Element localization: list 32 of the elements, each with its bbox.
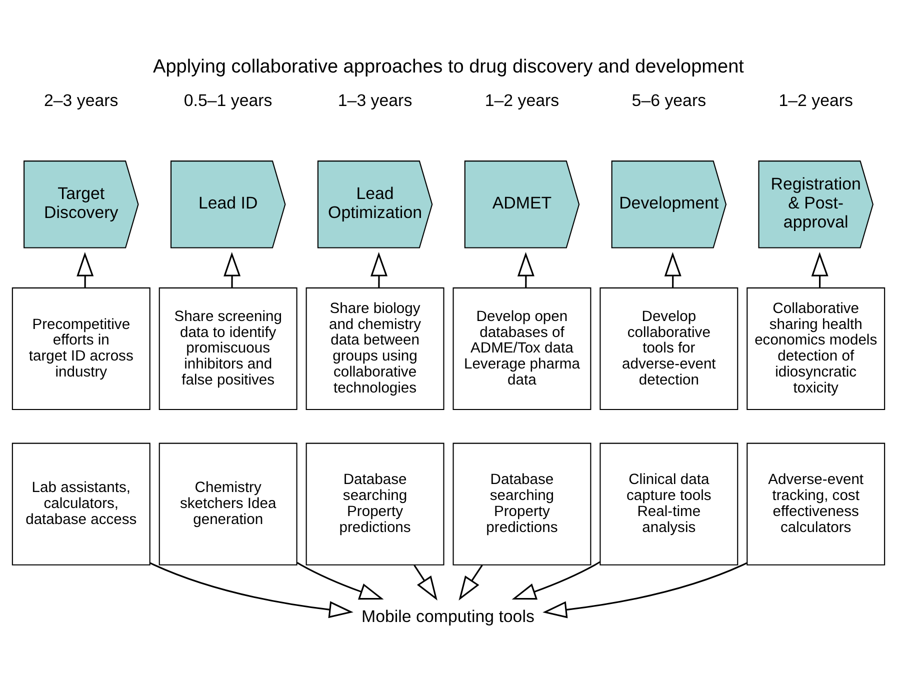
arrow <box>296 561 384 600</box>
arrow <box>224 252 241 288</box>
node-box: Share biology and chemistry data between groups using collaborative technologies <box>306 286 444 410</box>
node-box: Precompetitive efforts in target ID across industry <box>12 286 150 410</box>
node-label: 1–2 years <box>484 90 560 110</box>
arrow <box>150 562 354 618</box>
node-box: Collaborative sharing health economics models detection of idiosyncratic toxicity <box>746 286 886 410</box>
node-box: Develop open databases of ADME/Tox data Leverage pharma data <box>452 286 592 410</box>
node-box: Database searching Property predictions <box>452 442 592 565</box>
arrow <box>370 252 388 288</box>
node-box: Share screening data to identify promiscuous inhibitors and false positives <box>158 286 298 410</box>
arrow <box>811 252 828 288</box>
node-box: Lab assistants, calculators, database access <box>12 442 150 565</box>
node-text: Mobile computing tools <box>362 606 534 626</box>
arrow <box>414 564 438 600</box>
node-box: Develop collaborative tools for adverse-event detection <box>600 286 738 410</box>
arrow <box>512 560 600 600</box>
node-box: Clinical data capture tools Real-time analysis <box>600 442 738 565</box>
arrow <box>664 252 682 288</box>
arrow <box>76 252 94 288</box>
node-box: Database searching Property predictions <box>306 442 444 565</box>
node-label: 0.5–1 years <box>184 90 272 110</box>
node-label: 1–3 years <box>338 90 412 110</box>
node-box: Chemistry sketchers Idea generation <box>158 442 298 565</box>
node-label: 1–2 years <box>778 90 853 110</box>
arrow <box>517 252 534 288</box>
node-box: Adverse-event tracking, cost effectiveness calculators <box>746 442 886 565</box>
node-label: 5–6 years <box>632 90 706 110</box>
arrow <box>542 562 748 618</box>
arrow <box>458 564 483 600</box>
diagram-title: Applying collaborative approaches to drug discovery and development <box>153 56 744 78</box>
node-label: 2–3 years <box>44 90 118 110</box>
